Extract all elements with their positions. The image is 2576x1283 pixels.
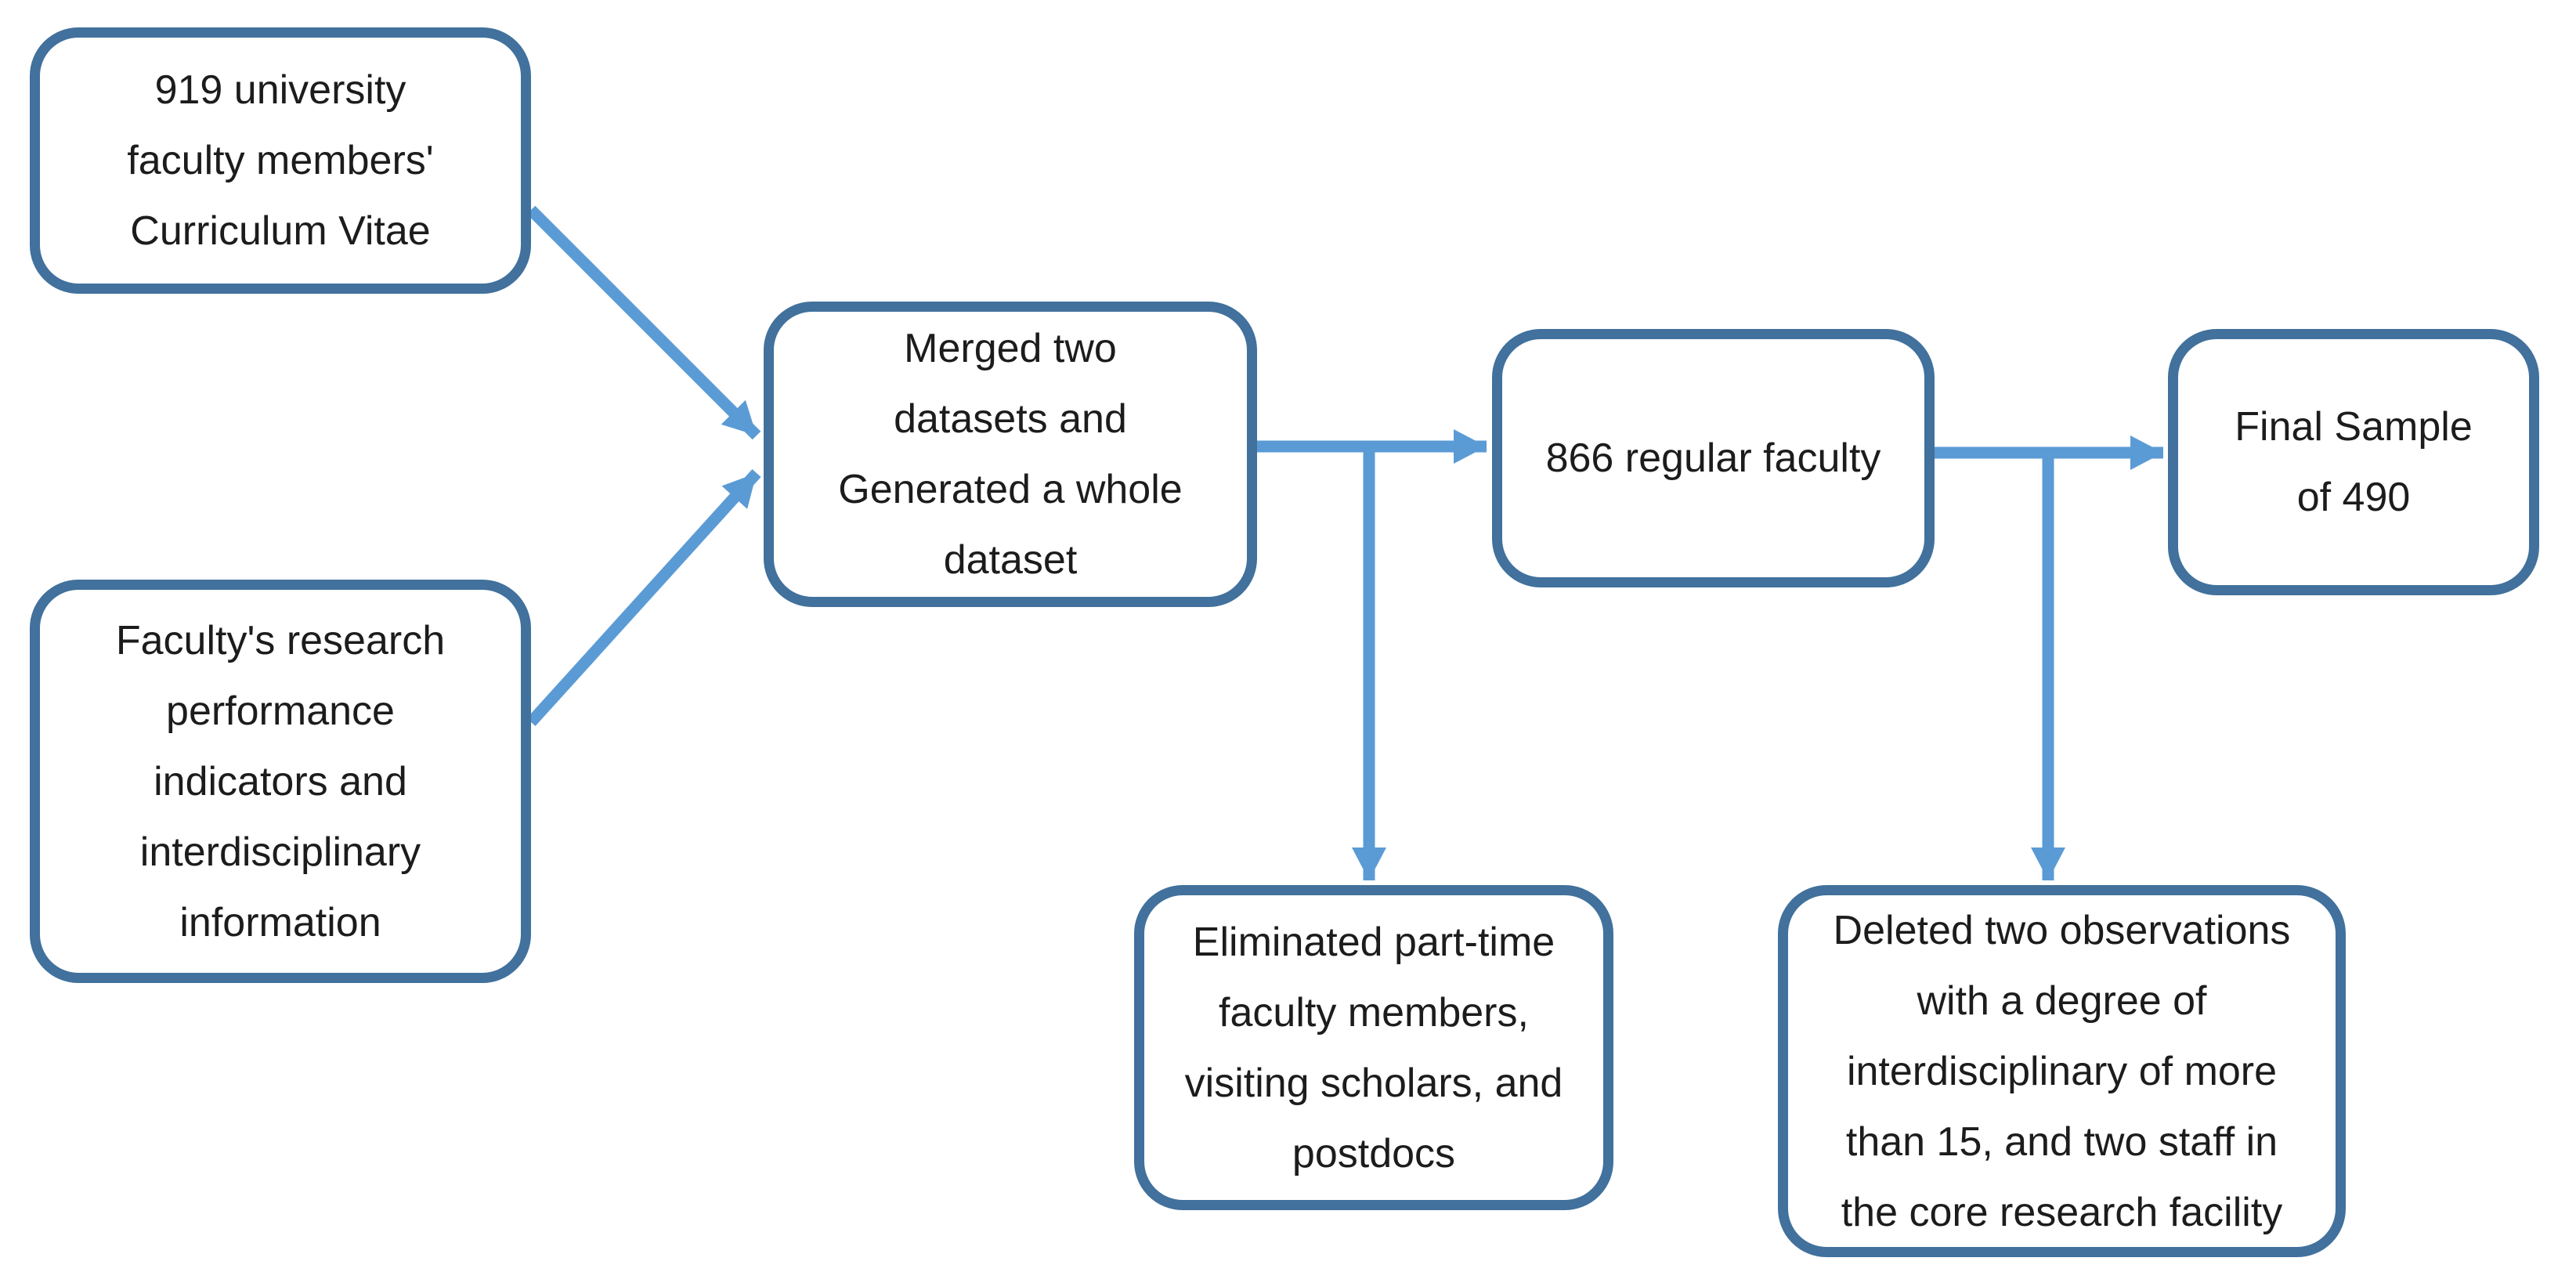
node-research-performance-indicators: Faculty's research performance indicator… xyxy=(30,580,531,983)
arrow-cv-to-merged xyxy=(526,205,761,440)
node-final-text: Final Sample of 490 xyxy=(2235,404,2473,520)
node-cv-text: 919 university faculty members' Curricul… xyxy=(127,67,434,254)
node-eliminated-part-time: Eliminated part-time faculty members, vi… xyxy=(1134,885,1613,1210)
node-final-sample-490: Final Sample of 490 xyxy=(2168,329,2539,595)
node-cv-919-faculty: 919 university faculty members' Curricul… xyxy=(30,27,531,294)
node-merged-text: Merged two datasets and Generated a whol… xyxy=(838,326,1183,583)
node-eliminated-text: Eliminated part-time faculty members, vi… xyxy=(1184,919,1563,1176)
node-regular-text: 866 regular faculty xyxy=(1545,435,1881,481)
node-deleted-observations: Deleted two observations with a degree o… xyxy=(1778,885,2346,1257)
node-deleted-text: Deleted two observations with a degree o… xyxy=(1833,907,2291,1235)
arrow-indicators-to-merged xyxy=(526,468,761,727)
node-866-regular-faculty: 866 regular faculty xyxy=(1492,329,1935,587)
node-merged-dataset: Merged two datasets and Generated a whol… xyxy=(764,302,1257,607)
node-indicators-text: Faculty's research performance indicator… xyxy=(115,617,446,945)
